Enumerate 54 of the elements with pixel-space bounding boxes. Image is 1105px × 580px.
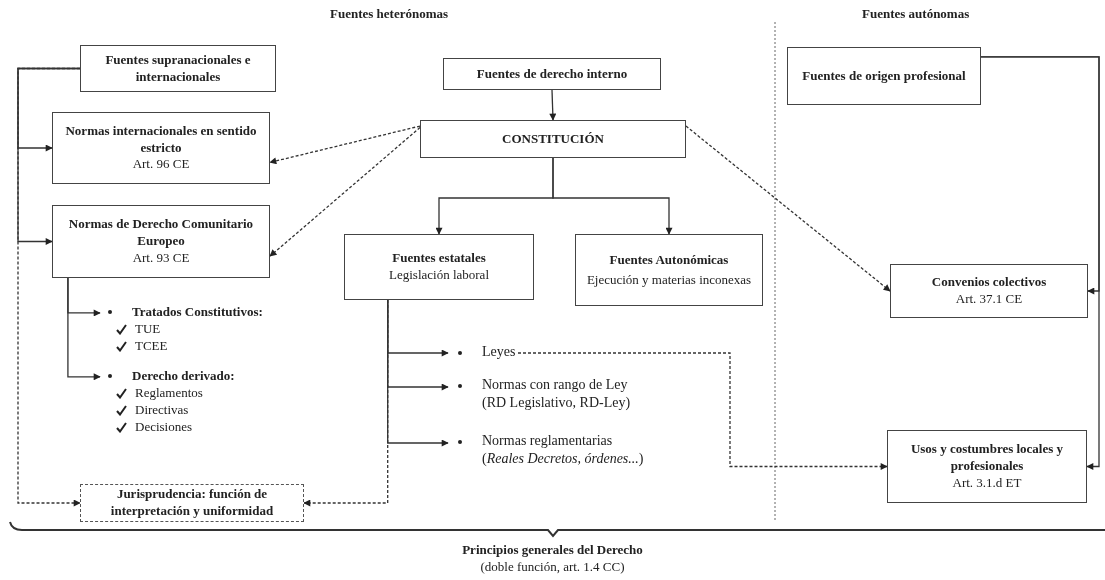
process-box: [787, 47, 981, 105]
box-heading: Fuentes estatales: [392, 250, 486, 267]
box-text: Art. 3.1.d ET: [952, 474, 1022, 492]
box-text: Legislación laboral: [389, 267, 489, 284]
list-item: Normas reglamentarias: [482, 432, 614, 450]
list-item: Directivas: [135, 401, 189, 419]
list-item: Decisiones: [135, 418, 193, 436]
dashed-arrow: [269, 126, 421, 257]
dashed-arrow: [17, 67, 81, 507]
box-heading: Normas de Derecho Comunitario Europeo: [67, 216, 255, 250]
process-box: [80, 45, 276, 92]
list-heading: Tratados Constitutivos:: [132, 304, 263, 321]
box-text: Art. 96 CE: [132, 156, 190, 174]
dashed-arrow: [303, 299, 389, 507]
section-heading: Fuentes heterónomas: [330, 6, 449, 22]
list-item: Reglamentos: [135, 384, 203, 402]
box-heading: Jurisprudencia: función de interpretación y uniformidad: [109, 486, 275, 520]
box-heading: Fuentes de derecho interno: [476, 65, 628, 83]
process-box: [890, 264, 1088, 318]
process-box: [52, 205, 270, 278]
arrow: [552, 157, 673, 235]
dashed-box: [80, 484, 304, 522]
dashed-arrow: [269, 125, 421, 165]
arrow: [980, 56, 1100, 470]
arrow: [549, 89, 557, 121]
box-heading: Fuentes de origen profesional: [802, 67, 966, 85]
box-text: Ejecución y materias inconexas: [586, 271, 752, 289]
process-box: [344, 234, 534, 300]
list-item: Leyes: [482, 343, 516, 361]
box-heading: Principios generales del Derecho: [462, 542, 643, 559]
list-item: TCEE: [135, 337, 168, 355]
box-text: (doble función, art. 1.4 CC): [480, 559, 625, 576]
box-text: Art. 37.1 CE: [955, 291, 1023, 308]
process-box: [52, 112, 270, 184]
section-heading: Fuentes autónomas: [862, 6, 970, 22]
box-heading: Normas internacionales en sentido estricto: [64, 122, 258, 157]
box-heading: Usos y costumbres locales y profesionales: [909, 441, 1065, 475]
box-heading: CONSTITUCIÓN: [502, 130, 604, 148]
list-heading: Derecho derivado:: [132, 368, 235, 385]
process-box: [575, 234, 763, 306]
process-box: [420, 120, 686, 158]
process-box: [443, 58, 661, 90]
arrow: [67, 277, 101, 381]
box-heading: Fuentes Autonómicas: [609, 251, 729, 269]
dashed-arrow: [685, 125, 891, 292]
list-item: (Reales Decretos, órdenes...): [482, 450, 644, 469]
box-heading: Fuentes supranacionales e internacionales: [104, 51, 252, 86]
list-item: (RD Legislativo, RD-Ley): [482, 394, 631, 413]
process-box: [887, 430, 1087, 503]
list-item: TUE: [135, 320, 161, 338]
box-text: Art. 93 CE: [132, 249, 190, 267]
box-heading: Convenios colectivos: [931, 274, 1047, 291]
dashed-arrow: [517, 352, 888, 470]
list-item: Normas con rango de Ley: [482, 376, 629, 394]
